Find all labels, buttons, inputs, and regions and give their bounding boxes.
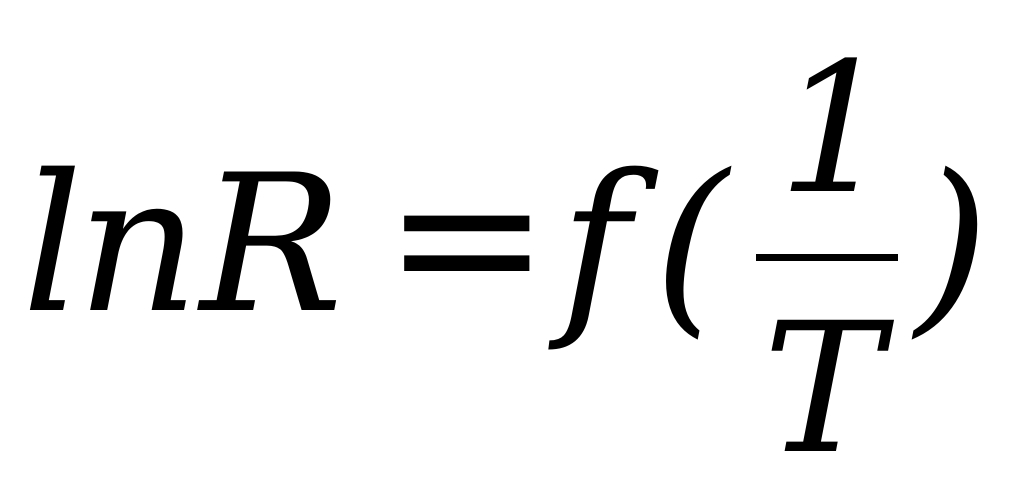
fraction-numerator: 1: [778, 25, 893, 234]
function-f: f: [560, 134, 631, 355]
left-parenthesis: (: [654, 134, 729, 355]
ln-function: ln: [22, 134, 199, 355]
variable-r: R: [200, 134, 344, 355]
equals-sign: =: [383, 121, 551, 354]
fraction-bar: [756, 254, 898, 261]
right-parenthesis: ): [915, 134, 990, 355]
fraction-denominator: T: [763, 285, 884, 494]
